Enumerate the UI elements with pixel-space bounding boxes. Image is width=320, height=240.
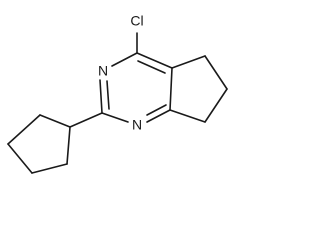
bond-n3-c2-double [106,80,110,110]
bond-c4a-c4 [136,52,173,69]
bond-cp3-cp4 [7,143,33,174]
bond-cp1-cp2 [39,114,71,128]
bond-c2-cyclopentyl [69,112,103,128]
bond-c4-n3 [111,52,138,67]
chemical-structure-diagram: Cl N N [7,13,228,174]
bond-c7-c7a [169,109,206,123]
bond-n1-c7a [146,109,171,123]
bond-cp2-cp3 [7,114,41,145]
bond-cp5-cp1 [66,126,71,165]
bond-c5-c6 [204,55,228,90]
bond-n3-c2 [99,79,103,114]
atom-label-nitrogen-top: N [98,63,108,79]
bond-c4a-c5 [171,55,206,69]
atom-label-nitrogen-bottom: N [132,117,142,133]
atom-label-chlorine: Cl [130,13,143,29]
bond-cp4-cp5 [31,163,68,174]
bond-c6-c7 [204,88,228,123]
bond-c2-n1 [101,112,129,123]
bond-c4a-c4-double [137,60,166,74]
bond-c7a-c4a [169,67,173,111]
bond-n1-c7a-double [146,104,167,116]
